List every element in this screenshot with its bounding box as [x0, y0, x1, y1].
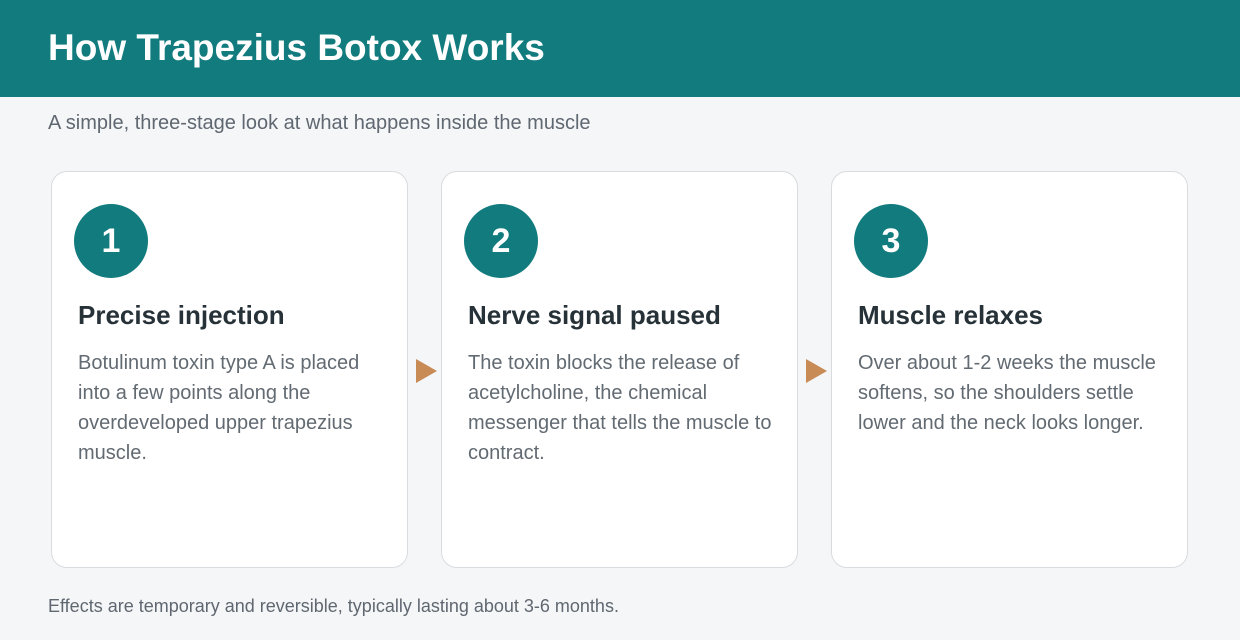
- step-title: Muscle relaxes: [858, 300, 1044, 330]
- step-card-2: 2 Nerve signal paused The toxin blocks t…: [441, 171, 798, 568]
- footnote: Effects are temporary and reversible, ty…: [48, 596, 619, 616]
- step-title: Precise injection: [78, 300, 285, 330]
- step-number-badge: 2: [464, 204, 538, 278]
- step-description: Botulinum toxin type A is placed into a …: [78, 352, 360, 464]
- step-number-badge: 3: [854, 204, 928, 278]
- step-title: Nerve signal paused: [468, 300, 721, 330]
- header-banner: How Trapezius Botox Works: [0, 0, 1240, 97]
- step-card-1: 1 Precise injection Botulinum toxin type…: [51, 171, 408, 568]
- step-description: Over about 1-2 weeks the muscle softens,…: [858, 352, 1156, 434]
- page-title: How Trapezius Botox Works: [48, 27, 545, 68]
- arrow-right-icon: [416, 359, 437, 383]
- arrow-right-icon: [806, 359, 827, 383]
- step-description: The toxin blocks the release of acetylch…: [468, 352, 772, 464]
- page-subtitle: A simple, three-stage look at what happe…: [48, 112, 591, 134]
- step-number-badge: 1: [74, 204, 148, 278]
- step-card-3: 3 Muscle relaxes Over about 1-2 weeks th…: [831, 171, 1188, 568]
